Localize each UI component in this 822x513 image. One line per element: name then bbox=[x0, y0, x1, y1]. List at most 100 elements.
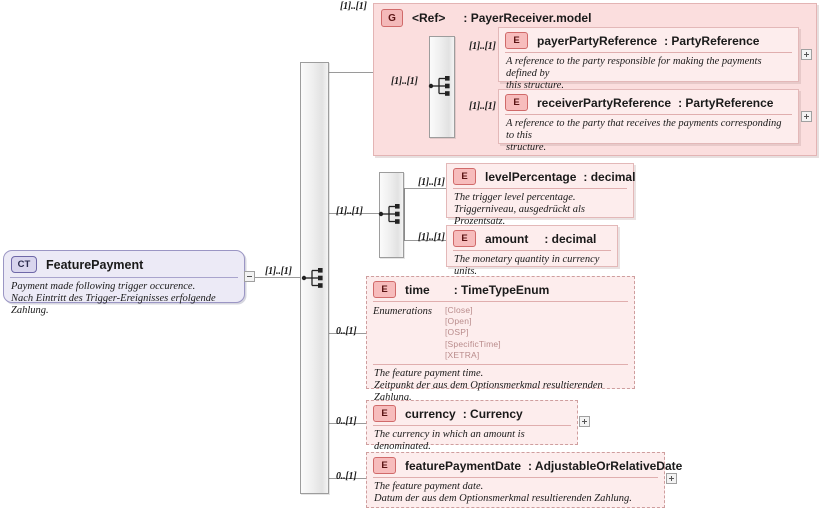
element-time[interactable]: E time : TimeTypeEnum Enumerations [Clos… bbox=[366, 276, 635, 403]
expand-toggle-currency[interactable] bbox=[579, 416, 590, 427]
element-annotation-levelpercentage: The trigger level percentage. Triggerniv… bbox=[447, 189, 633, 232]
element-name-time: time bbox=[405, 282, 430, 297]
connector-branch-group bbox=[327, 72, 373, 73]
element-badge-currency: E bbox=[373, 405, 396, 422]
element-type-currency: : Currency bbox=[462, 406, 523, 421]
element-annotation-amount-text: The monetary quantity in currency units. bbox=[454, 254, 600, 277]
element-annotation-levelpercentage-line1: The trigger level percentage. bbox=[454, 192, 576, 203]
element-name-levelpercentage: levelPercentage bbox=[485, 169, 577, 184]
element-header-receiver: E receiverPartyReference : PartyReferenc… bbox=[499, 90, 798, 114]
element-divider-featurepaymentdate bbox=[373, 477, 658, 478]
facet-value-osp: [OSP] bbox=[445, 327, 469, 338]
element-name-currency: currency bbox=[405, 406, 456, 421]
complextype-featurepayment[interactable]: CT FeaturePayment Payment made following… bbox=[3, 250, 245, 316]
facet-value-xetra: [XETRA] bbox=[445, 349, 480, 360]
element-badge-time: E bbox=[373, 281, 396, 298]
element-annotation-receiver-line2: structure. bbox=[506, 142, 547, 153]
element-badge-payer: E bbox=[505, 32, 528, 49]
cardinality-currency: 0..[1] bbox=[336, 416, 357, 427]
element-receiverpartyreference[interactable]: E receiverPartyReference : PartyReferenc… bbox=[498, 89, 799, 153]
complextype-annotation-line1: Payment made following trigger occurence… bbox=[11, 281, 196, 292]
element-header-payer: E payerPartyReference : PartyReference bbox=[499, 28, 798, 52]
element-type-time: : TimeTypeEnum bbox=[453, 282, 550, 297]
element-divider-receiver bbox=[505, 114, 792, 115]
sequence-icon-group bbox=[428, 73, 454, 99]
complextype-divider bbox=[10, 277, 238, 278]
element-header-featurepaymentdate: E featurePaymentDate : AdjustableOrRelat… bbox=[367, 453, 682, 477]
element-annotation-featurepaymentdate-line2: Datum der aus dem Optionsmerkmal resulti… bbox=[374, 493, 632, 504]
element-annotation-featurepaymentdate: The feature payment date. Datum der aus … bbox=[367, 478, 664, 509]
element-badge-amount: E bbox=[453, 230, 476, 247]
element-levelpercentage[interactable]: E levelPercentage : decimal The trigger … bbox=[446, 163, 636, 227]
element-annotation-levelpercentage-line2: Triggerniveau, ausgedrückt als Prozentsa… bbox=[454, 204, 585, 227]
cardinality-receiver-party-reference: [1]..[1] bbox=[469, 101, 496, 112]
complextype-name: FeaturePayment bbox=[46, 257, 144, 272]
element-header-levelpercentage: E levelPercentage : decimal bbox=[447, 164, 636, 188]
complextype-header: CT FeaturePayment bbox=[4, 251, 244, 277]
group-header: G <Ref> : PayerReceiver.model bbox=[381, 9, 591, 27]
group-badge: G bbox=[381, 9, 403, 27]
element-divider-amount bbox=[453, 250, 611, 251]
connector-root-to-sequence bbox=[253, 277, 300, 278]
element-name-amount: amount bbox=[485, 231, 529, 246]
cardinality-levelpercentage: [1]..[1] bbox=[418, 177, 445, 188]
element-divider-time-top bbox=[373, 301, 628, 302]
element-header-currency: E currency : Currency bbox=[367, 401, 577, 425]
element-divider-levelpercentage bbox=[453, 188, 627, 189]
element-facets-time: Enumerations [Close] [Open] [OSP] [Speci… bbox=[367, 302, 634, 364]
connector-inner-spine bbox=[404, 188, 405, 240]
element-annotation-receiver: A reference to the party that receives t… bbox=[499, 115, 798, 158]
element-annotation-featurepaymentdate-line1: The feature payment date. bbox=[374, 481, 484, 492]
element-currency[interactable]: E currency : Currency The currency in wh… bbox=[366, 400, 578, 452]
connector-branch-currency bbox=[327, 423, 366, 424]
connector-branch-time bbox=[327, 333, 366, 334]
facet-value-open: [Open] bbox=[445, 316, 472, 327]
expand-toggle-receiverpartyreference[interactable] bbox=[801, 111, 812, 122]
element-annotation-receiver-line1: A reference to the party that receives t… bbox=[506, 118, 782, 141]
expand-toggle-featurepaymentdate[interactable] bbox=[666, 473, 677, 484]
cardinality-group-inner: [1]..[1] bbox=[391, 76, 418, 87]
element-annotation-time: The feature payment time. Zeitpunkt der … bbox=[367, 365, 634, 408]
connector-inner-to-levelpercentage bbox=[404, 188, 446, 189]
cardinality-root: [1]..[1] bbox=[265, 266, 292, 277]
element-type-payer: : PartyReference bbox=[664, 33, 760, 48]
element-annotation-payer: A reference to the party responsible for… bbox=[499, 53, 798, 96]
cardinality-group-outer: [1]..[1] bbox=[340, 1, 367, 12]
complextype-badge: CT bbox=[11, 256, 37, 273]
facet-value-specifictime: [SpecificTime] bbox=[445, 338, 501, 349]
element-type-featurepaymentdate: : AdjustableOrRelativeDate bbox=[528, 458, 683, 473]
element-badge-featurepaymentdate: E bbox=[373, 457, 396, 474]
facet-value-close: [Close] bbox=[445, 305, 473, 315]
facet-label-enumerations: Enumerations bbox=[373, 306, 432, 317]
element-type-levelpercentage: : decimal bbox=[583, 169, 636, 184]
cardinality-amount: [1]..[1] bbox=[418, 232, 445, 243]
element-annotation-currency-line1: The currency in which an amount is denom… bbox=[374, 429, 525, 452]
element-divider-currency bbox=[373, 425, 571, 426]
cardinality-time: 0..[1] bbox=[336, 326, 357, 337]
element-annotation-time-line2: Zeitpunkt der aus dem Optionsmerkmal res… bbox=[374, 380, 603, 404]
element-name-receiver: receiverPartyReference bbox=[537, 95, 672, 110]
connector-branch-inner-sequence bbox=[327, 213, 373, 214]
element-annotation-payer-line1: A reference to the party responsible for… bbox=[506, 56, 762, 79]
expand-toggle-payerpartyreference[interactable] bbox=[801, 49, 812, 60]
element-header-amount: E amount : decimal bbox=[447, 226, 617, 250]
element-header-time: E time : TimeTypeEnum bbox=[367, 277, 634, 301]
element-type-receiver: : PartyReference bbox=[678, 95, 774, 110]
collapse-toggle-featurepayment[interactable] bbox=[244, 271, 255, 282]
element-payerpartyreference[interactable]: E payerPartyReference : PartyReference A… bbox=[498, 27, 799, 91]
element-amount[interactable]: E amount : decimal The monetary quantity… bbox=[446, 225, 618, 277]
element-divider-time-bottom bbox=[373, 364, 628, 366]
element-badge-receiver: E bbox=[505, 94, 528, 111]
element-annotation-time-line1: The feature payment time. bbox=[374, 368, 484, 380]
group-ref-label: <Ref> bbox=[412, 11, 446, 25]
element-featurepaymentdate[interactable]: E featurePaymentDate : AdjustableOrRelat… bbox=[366, 452, 682, 509]
element-annotation-currency: The currency in which an amount is denom… bbox=[367, 426, 577, 457]
cardinality-inner-sequence: [1]..[1] bbox=[336, 206, 363, 217]
complextype-annotation-line2: Nach Eintritt des Trigger-Ereignisses er… bbox=[11, 293, 216, 316]
group-type-label: : PayerReceiver.model bbox=[463, 11, 592, 25]
complextype-annotation: Payment made following trigger occurence… bbox=[4, 278, 244, 321]
element-annotation-payer-line2: this structure. bbox=[506, 80, 564, 91]
connector-branch-feature-payment-date bbox=[327, 478, 366, 479]
element-type-amount: : decimal bbox=[544, 231, 597, 246]
